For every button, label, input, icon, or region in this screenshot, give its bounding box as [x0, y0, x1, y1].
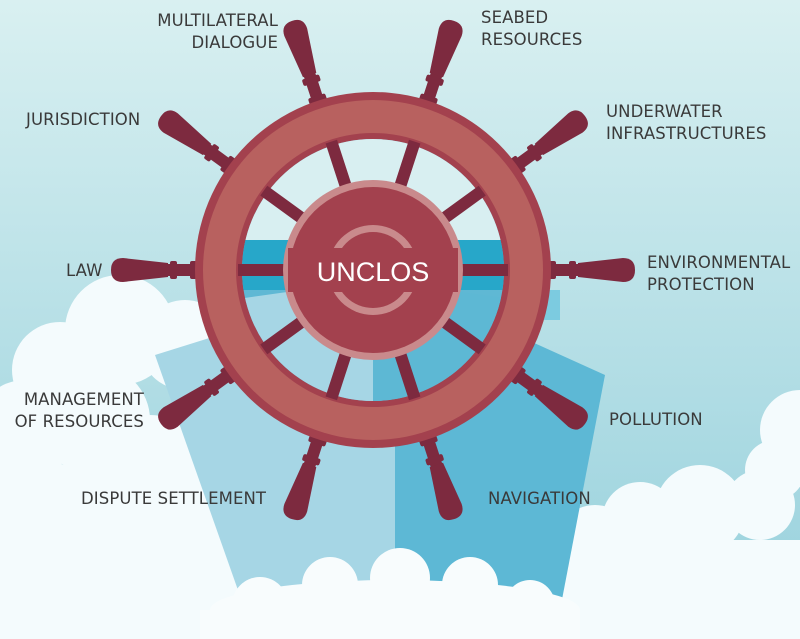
label-management-of-resources: MANAGEMENT OF RESOURCES	[0, 389, 144, 433]
label-pollution: POLLUTION	[609, 409, 703, 431]
wheel-inner-spoke	[438, 185, 486, 225]
wheel-handle	[283, 19, 327, 111]
center-label: UNCLOS	[317, 257, 430, 287]
wheel-handle	[543, 258, 635, 282]
wheel-inner-spokes	[238, 139, 508, 401]
wheel-inner-spoke	[260, 185, 308, 225]
wheel-inner-spoke	[393, 139, 421, 192]
label-line: RESOURCES	[481, 30, 583, 49]
label-line: DISPUTE SETTLEMENT	[81, 489, 267, 508]
cloud-right	[530, 390, 800, 639]
wheel-inner-spoke	[393, 348, 421, 401]
wheel-handle	[419, 429, 463, 521]
label-line: DIALOGUE	[191, 33, 278, 52]
label-line: NAVIGATION	[488, 489, 591, 508]
label-jurisdiction: JURISDICTION	[26, 109, 140, 131]
wheel-inner-spoke	[325, 348, 353, 401]
label-line: OF RESOURCES	[14, 412, 144, 431]
wheel-inner-spoke	[325, 139, 353, 192]
center-label-band	[288, 248, 458, 292]
label-line: POLLUTION	[609, 410, 703, 429]
bow-foam	[200, 548, 580, 639]
label-underwater-infrastructures: UNDERWATER INFRASTRUCTURES	[606, 101, 766, 145]
label-line: MANAGEMENT	[23, 390, 144, 409]
wheel-handle	[283, 429, 327, 521]
wheel-inner-spoke	[260, 315, 308, 355]
label-line: LAW	[66, 261, 103, 280]
label-line: ENVIRONMENTAL	[647, 253, 791, 272]
label-seabed-resources: SEABED RESOURCES	[481, 7, 582, 51]
label-line: PROTECTION	[647, 275, 755, 294]
label-multilateral-dialogue: MULTILATERAL DIALOGUE	[118, 10, 278, 54]
wheel-inner-spoke	[458, 264, 508, 276]
wheel-handle	[419, 19, 463, 111]
label-dispute-settlement: DISPUTE SETTLEMENT	[81, 488, 266, 510]
label-line: MULTILATERAL	[157, 11, 278, 30]
label-navigation: NAVIGATION	[488, 488, 591, 510]
label-line: UNDERWATER	[606, 102, 723, 121]
label-environmental-protection: ENVIRONMENTAL PROTECTION	[647, 252, 790, 296]
wheel-inner-spoke	[438, 315, 486, 355]
label-law: LAW	[66, 260, 103, 282]
label-line: SEABED	[481, 8, 549, 27]
wheel-inner-spoke	[238, 264, 288, 276]
label-line: JURISDICTION	[26, 110, 141, 129]
wheel-handle	[111, 258, 203, 282]
label-line: INFRASTRUCTURES	[606, 124, 767, 143]
wheel-spokes	[111, 19, 635, 521]
